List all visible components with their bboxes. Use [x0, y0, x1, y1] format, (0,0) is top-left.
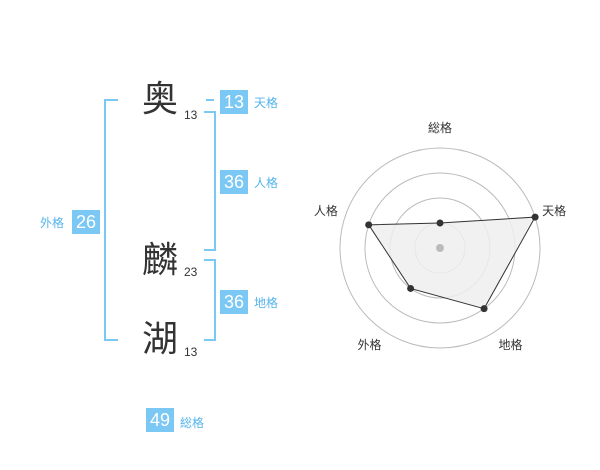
tenkaku-bracket [206, 99, 214, 101]
name-char-3: 湖 [142, 319, 179, 360]
tenkaku-value: 13 [220, 90, 248, 114]
chikaku-bracket [204, 259, 216, 341]
chikaku-value: 36 [220, 290, 248, 314]
gaikaku-label: 外格 [40, 216, 65, 230]
jinkaku-label: 人格 [254, 176, 279, 190]
radar-point-1 [436, 219, 444, 227]
stroke-count-3: 13 [184, 345, 198, 359]
stroke-count-2: 23 [184, 265, 198, 279]
radar-point-2 [531, 213, 539, 221]
chikaku-label: 地格 [254, 296, 279, 310]
gaikaku-bracket [104, 99, 118, 341]
radar-point-4 [407, 284, 415, 292]
name-char-2: 麟 [142, 240, 179, 281]
radar-point-5 [365, 221, 373, 229]
radar-points [365, 213, 539, 313]
jinkaku-value: 36 [220, 170, 248, 194]
soukaku-value: 49 [146, 408, 174, 432]
soukaku-label: 総格 [180, 416, 205, 430]
radar-grid-ring [339, 147, 541, 349]
radar-axis-label-5: 人格 [314, 203, 338, 218]
radar-value-area [367, 216, 536, 310]
radar-axis-label-2: 天格 [542, 203, 566, 218]
radar-center-dot [436, 244, 444, 252]
gaikaku-value: 26 [72, 210, 100, 234]
radar-point-3 [480, 305, 488, 313]
radar-axis-label-3: 地格 [499, 337, 523, 352]
stroke-count-1: 13 [184, 108, 198, 122]
radar-axis-label-1: 総格 [428, 120, 452, 135]
jinkaku-bracket [204, 111, 216, 251]
radar-axis-label-4: 外格 [357, 337, 381, 352]
name-char-1: 奥 [142, 79, 179, 120]
tenkaku-label: 天格 [254, 96, 279, 110]
